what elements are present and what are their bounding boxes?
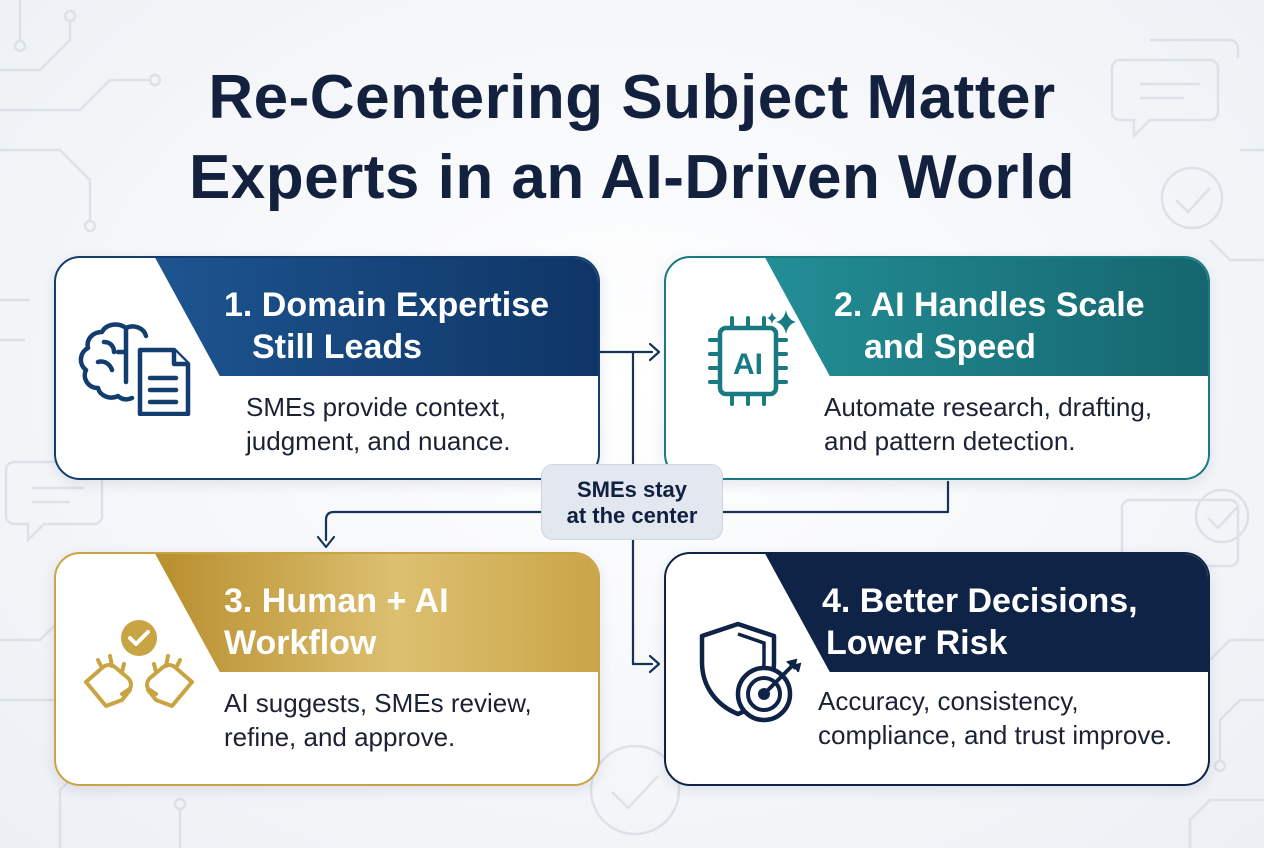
card-desc-line-1: AI suggests, SMEs review, bbox=[224, 688, 532, 718]
center-label-line-1: SMEs stay bbox=[576, 477, 688, 502]
card-description: AI suggests, SMEs review, refine, and ap… bbox=[224, 686, 594, 754]
title-line-2: Experts in an AI-Driven World bbox=[188, 143, 1076, 212]
card-header bbox=[56, 554, 598, 672]
card-desc-line-2: refine, and approve. bbox=[224, 722, 456, 752]
card-description: SMEs provide context, judgment, and nuan… bbox=[246, 390, 598, 458]
card-desc-line-1: Automate research, drafting, bbox=[824, 392, 1153, 422]
card-title-line-1: 1. Domain Expertise bbox=[224, 286, 550, 324]
card-description: Automate research, drafting, and pattern… bbox=[824, 390, 1204, 458]
center-label-line-2: at the center bbox=[566, 503, 698, 528]
header-band bbox=[765, 554, 1208, 672]
card-domain-expertise: 1. Domain Expertise Still Leads SMEs pro… bbox=[54, 256, 600, 480]
card-title: 3. Human + AI Workflow bbox=[224, 580, 598, 664]
title-line-1: Re-Centering Subject Matter bbox=[208, 63, 1056, 132]
card-desc-line-1: Accuracy, consistency, bbox=[818, 686, 1079, 716]
card-title-line-1: 3. Human + AI bbox=[224, 582, 449, 620]
card-title-line-2: Lower Risk bbox=[826, 624, 1008, 662]
page-title: Re-Centering Subject Matter Experts in a… bbox=[0, 58, 1264, 218]
ai-chip-label: AI bbox=[733, 348, 763, 381]
center-label: SMEs stay at the center bbox=[541, 464, 723, 540]
card-desc-line-1: SMEs provide context, bbox=[246, 392, 507, 422]
arrow-card2-to-card3 bbox=[324, 480, 950, 542]
card-ai-scale-speed: 2. AI Handles Scale and Speed Automate r… bbox=[664, 256, 1210, 480]
header-band bbox=[155, 258, 598, 376]
card-human-ai-workflow: 3. Human + AI Workflow AI suggests, SMEs… bbox=[54, 552, 600, 786]
card-title-line-1: 2. AI Handles Scale bbox=[834, 286, 1145, 324]
card-desc-line-2: and pattern detection. bbox=[824, 426, 1076, 456]
card-desc-line-2: judgment, and nuance. bbox=[246, 426, 511, 456]
card-title: 4. Better Decisions, Lower Risk bbox=[822, 580, 1202, 664]
card-title: 2. AI Handles Scale and Speed bbox=[834, 284, 1208, 368]
card-better-decisions: 4. Better Decisions, Lower Risk Accuracy… bbox=[664, 552, 1210, 786]
shield-target-icon bbox=[699, 621, 802, 723]
card-header bbox=[666, 554, 1208, 672]
card-header bbox=[56, 258, 598, 376]
card-title-line-2: Still Leads bbox=[252, 328, 423, 366]
card-description: Accuracy, consistency, compliance, and t… bbox=[818, 684, 1208, 752]
card-header bbox=[666, 258, 1208, 376]
card-title-line-1: 4. Better Decisions, bbox=[822, 582, 1138, 620]
card-desc-line-2: compliance, and trust improve. bbox=[818, 720, 1173, 750]
hands-check-icon bbox=[84, 620, 194, 708]
card-title-line-2: Workflow bbox=[224, 624, 377, 662]
card-title-line-2: and Speed bbox=[864, 328, 1036, 366]
brain-document-icon bbox=[78, 322, 191, 416]
card-title: 1. Domain Expertise Still Leads bbox=[224, 284, 598, 368]
ai-chip-icon: AI bbox=[708, 310, 796, 406]
header-band bbox=[765, 258, 1208, 376]
header-band bbox=[155, 554, 598, 672]
